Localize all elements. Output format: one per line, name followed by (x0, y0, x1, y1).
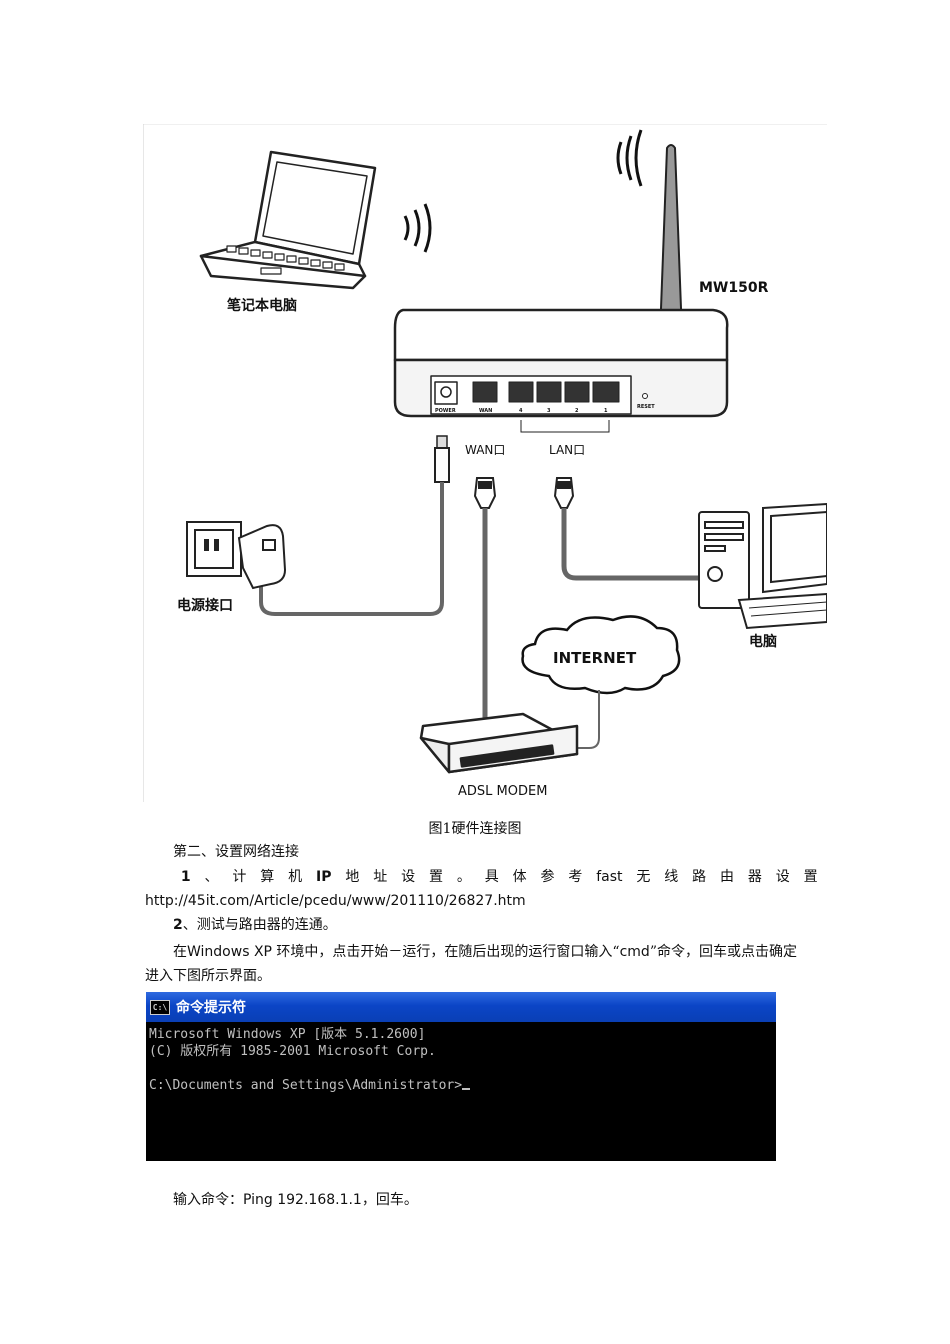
cmd-icon: C:\ (150, 999, 170, 1015)
step-1-sep: 、 (204, 869, 219, 885)
router-wifi-icon (616, 129, 643, 187)
step-1-char: 路 (692, 869, 707, 885)
instruction-paragraph: 在Windows XP 环境中，点击开始－运行，在随后出现的运行窗口输入“cmd… (173, 940, 846, 964)
step-1-char: 计 (232, 869, 247, 885)
lan-connector-icon (553, 477, 575, 509)
section-heading: 第二、设置网络连接 (173, 844, 299, 860)
para-cmd: cmd (619, 944, 650, 960)
pc-label: 电脑 (749, 633, 777, 650)
cmd-prompt: C:\Documents and Settings\Administrator> (149, 1078, 463, 1093)
para-os: Windows XP (187, 944, 272, 960)
step-1-number: 1 (180, 869, 191, 885)
lan-port-label: LAN口 (549, 443, 585, 457)
step-2-number: 2 (173, 917, 183, 933)
port-power-label: POWER (435, 408, 456, 414)
laptop-label: 笔记本电脑 (227, 297, 297, 314)
ping-instruction: 输入命令：Ping 192.168.1.1，回车。 (173, 1188, 846, 1212)
step-1-char: 设 (401, 869, 416, 885)
lan-port-3: 3 (547, 408, 551, 414)
step-1-char: 参 (540, 869, 555, 885)
power-outlet-icon (186, 521, 287, 590)
lan-port-1: 1 (604, 408, 608, 414)
router-icon (393, 308, 729, 418)
laptop-icon (199, 150, 377, 290)
cmd-output[interactable]: Microsoft Windows XP [版本 5.1.2600] (C) 版权… (146, 1022, 776, 1098)
step-1-char: 地 (345, 869, 360, 885)
step-1-ip: IP (316, 869, 332, 885)
port-reset-label: RESET (637, 404, 655, 410)
cmd-window: C:\ 命令提示符 Microsoft Windows XP [版本 5.1.2… (146, 992, 776, 1161)
step-1-char: 线 (664, 869, 679, 885)
step-1: 1 、 计 算 机 IP 地 址 设 置 。 具 体 参 考 fast 无 线 … (145, 865, 818, 889)
lan-port-4: 4 (519, 408, 523, 414)
cmd-cursor (462, 1088, 471, 1090)
cmd-line: (C) 版权所有 1985-2001 Microsoft Corp. (149, 1044, 436, 1059)
instruction-paragraph-line2: 进入下图所示界面。 (145, 968, 271, 984)
step-1-char: 算 (260, 869, 275, 885)
power-plug-icon (434, 435, 450, 483)
cmd-titlebar: C:\ 命令提示符 (146, 992, 776, 1022)
power-label: 电源接口 (177, 597, 233, 614)
step-1-char: 址 (373, 869, 388, 885)
step-1-char: 。 (456, 869, 471, 885)
wifi-waves-icon (403, 203, 432, 253)
cmd-title: 命令提示符 (176, 1000, 246, 1016)
step-1-char: 器 (747, 869, 762, 885)
step-1-char: 无 (636, 869, 651, 885)
para-text: 在 (173, 944, 187, 960)
adsl-modem-icon (419, 712, 579, 774)
step-1-char: 置 (428, 869, 443, 885)
cmd-prompt-line: C:\Documents and Settings\Administrator> (149, 1077, 773, 1094)
step-2-text: 、测试与路由器的连通。 (182, 917, 337, 933)
cmd-line (149, 1060, 773, 1077)
step-1-char: 设 (775, 869, 790, 885)
internet-cloud-icon: INTERNET (521, 615, 681, 695)
step-1-fast: fast (596, 869, 623, 885)
step-1-char: 体 (512, 869, 527, 885)
ping-command: Ping 192.168.1.1 (243, 1192, 362, 1208)
connection-diagram: 笔记本电脑 MW150R POWER WAN 4 3 2 1 RESET WAN… (143, 124, 827, 802)
para-text: 环境中，点击开始－运行，在随后出现的运行窗口输入“ (271, 944, 620, 960)
step-1-char: 机 (288, 869, 303, 885)
cmd-line: Microsoft Windows XP [版本 5.1.2600] (149, 1027, 426, 1042)
lan-port-2: 2 (575, 408, 579, 414)
modem-label: ADSL MODEM (458, 784, 547, 799)
ping-text: 输入命令： (173, 1192, 243, 1208)
step-1-char: 由 (720, 869, 735, 885)
figure-caption: 图1硬件连接图 (428, 821, 522, 837)
wan-port-label: WAN口 (465, 443, 505, 457)
port-wan-label: WAN (479, 408, 492, 414)
step-1-char: 具 (484, 869, 499, 885)
ping-text: ，回车。 (361, 1192, 418, 1208)
wan-connector-icon (473, 477, 497, 509)
para-text: ”命令，回车或点击确定 (649, 944, 797, 960)
step-1-char: 置 (803, 869, 818, 885)
router-model: MW150R (699, 280, 769, 296)
desktop-pc-icon (698, 502, 827, 630)
step-1-url[interactable]: http://45it.com/Article/pcedu/www/201110… (145, 893, 526, 909)
step-1-char: 考 (568, 869, 583, 885)
step-2: 2、测试与路由器的连通。 (173, 913, 846, 937)
internet-label: INTERNET (553, 649, 637, 667)
